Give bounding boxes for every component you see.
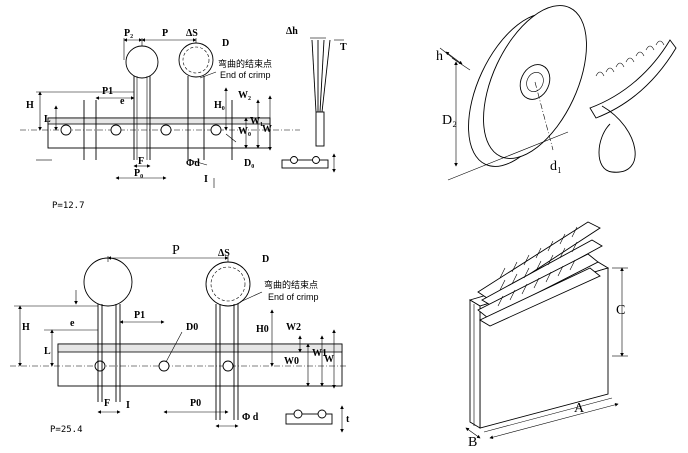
label-p: P	[162, 28, 168, 39]
label-i: I	[204, 174, 208, 185]
label-phi-d-wide: Φ d	[242, 412, 259, 423]
label-d: D	[222, 38, 229, 49]
label-w-wide: W	[324, 354, 334, 365]
pitch-caption-25-4: P=25.4	[50, 425, 83, 435]
label-f: F	[138, 156, 144, 167]
label-l: L	[44, 114, 51, 125]
label-h-wide: H	[22, 322, 30, 333]
folded-tape-stack	[477, 221, 603, 327]
pitch-caption-12-7: P=12.7	[52, 201, 85, 211]
label-h: H	[26, 100, 34, 111]
tape-components-on-reel	[595, 40, 665, 77]
sprocket-holes	[60, 124, 222, 136]
side-profile-wide: t	[285, 405, 350, 433]
component-left	[83, 257, 133, 402]
component-1	[125, 45, 159, 160]
bottom-left-taping-diagram: P ΔS D e P1 D0 H L H0 W2 W0 W1 W F I P0 …	[10, 243, 350, 435]
end-of-crimp-en: End of crimp	[220, 70, 271, 80]
label-p1-wide: P1	[134, 310, 145, 321]
label-w0: W₀	[238, 126, 251, 137]
label-phi-d: Φd	[186, 158, 200, 169]
component-right	[205, 261, 251, 420]
label-p-wide: P	[172, 243, 180, 258]
label-p0: P₀	[134, 168, 143, 179]
label-box-b: B	[468, 435, 477, 450]
label-e-wide: e	[70, 318, 75, 329]
label-h0: H₀	[214, 100, 225, 111]
label-w: W	[262, 124, 272, 135]
lead-pairs	[83, 100, 233, 160]
label-w1-wide: W1	[312, 348, 327, 359]
label-w2-wide: W2	[286, 322, 301, 333]
label-p2: P₂	[124, 28, 133, 39]
sprocket-holes-wide	[94, 360, 234, 372]
end-of-crimp-cn-wide: 弯曲的结束点	[264, 279, 318, 290]
label-box-a: A	[574, 401, 585, 416]
top-left-taping-diagram: P₂ P ΔS D P1 e H L W₂ H₀ W₀ W₁ W F Φd D₀…	[20, 26, 347, 211]
label-i-wide: I	[126, 400, 130, 411]
label-reel-d1: d₁	[550, 159, 562, 174]
label-t-wide: t	[346, 414, 350, 425]
label-box-c: C	[616, 303, 625, 318]
label-w0-wide: W0	[284, 356, 299, 367]
label-l-wide: L	[44, 346, 51, 357]
label-h0-wide: H0	[256, 324, 269, 335]
label-f-wide: F	[104, 398, 110, 409]
ammo-pack-diagram: C A B	[465, 221, 628, 450]
end-of-crimp-cn: 弯曲的结束点	[218, 58, 272, 69]
label-reel-d2: D₂	[442, 113, 457, 128]
label-delta-s-wide: ΔS	[218, 248, 230, 259]
label-p1: P1	[102, 86, 113, 97]
label-d0: D₀	[244, 158, 254, 169]
label-delta-s: ΔS	[186, 28, 198, 39]
label-delta-h: Δh	[286, 26, 298, 37]
label-d0-wide: D0	[186, 322, 198, 333]
end-of-crimp-en-wide: End of crimp	[268, 292, 319, 302]
label-e: e	[120, 96, 125, 107]
label-t: T	[340, 42, 347, 53]
reel-packaging-diagram: h D₂ d₁	[436, 5, 677, 181]
label-reel-h: h	[436, 49, 443, 64]
label-d-wide: D	[262, 254, 269, 265]
label-w1: W₁	[250, 116, 263, 127]
side-profile-view: Δh T	[281, 26, 347, 173]
label-p0-wide: P0	[190, 398, 201, 409]
label-w2: W₂	[238, 90, 251, 101]
component-2	[178, 42, 214, 160]
